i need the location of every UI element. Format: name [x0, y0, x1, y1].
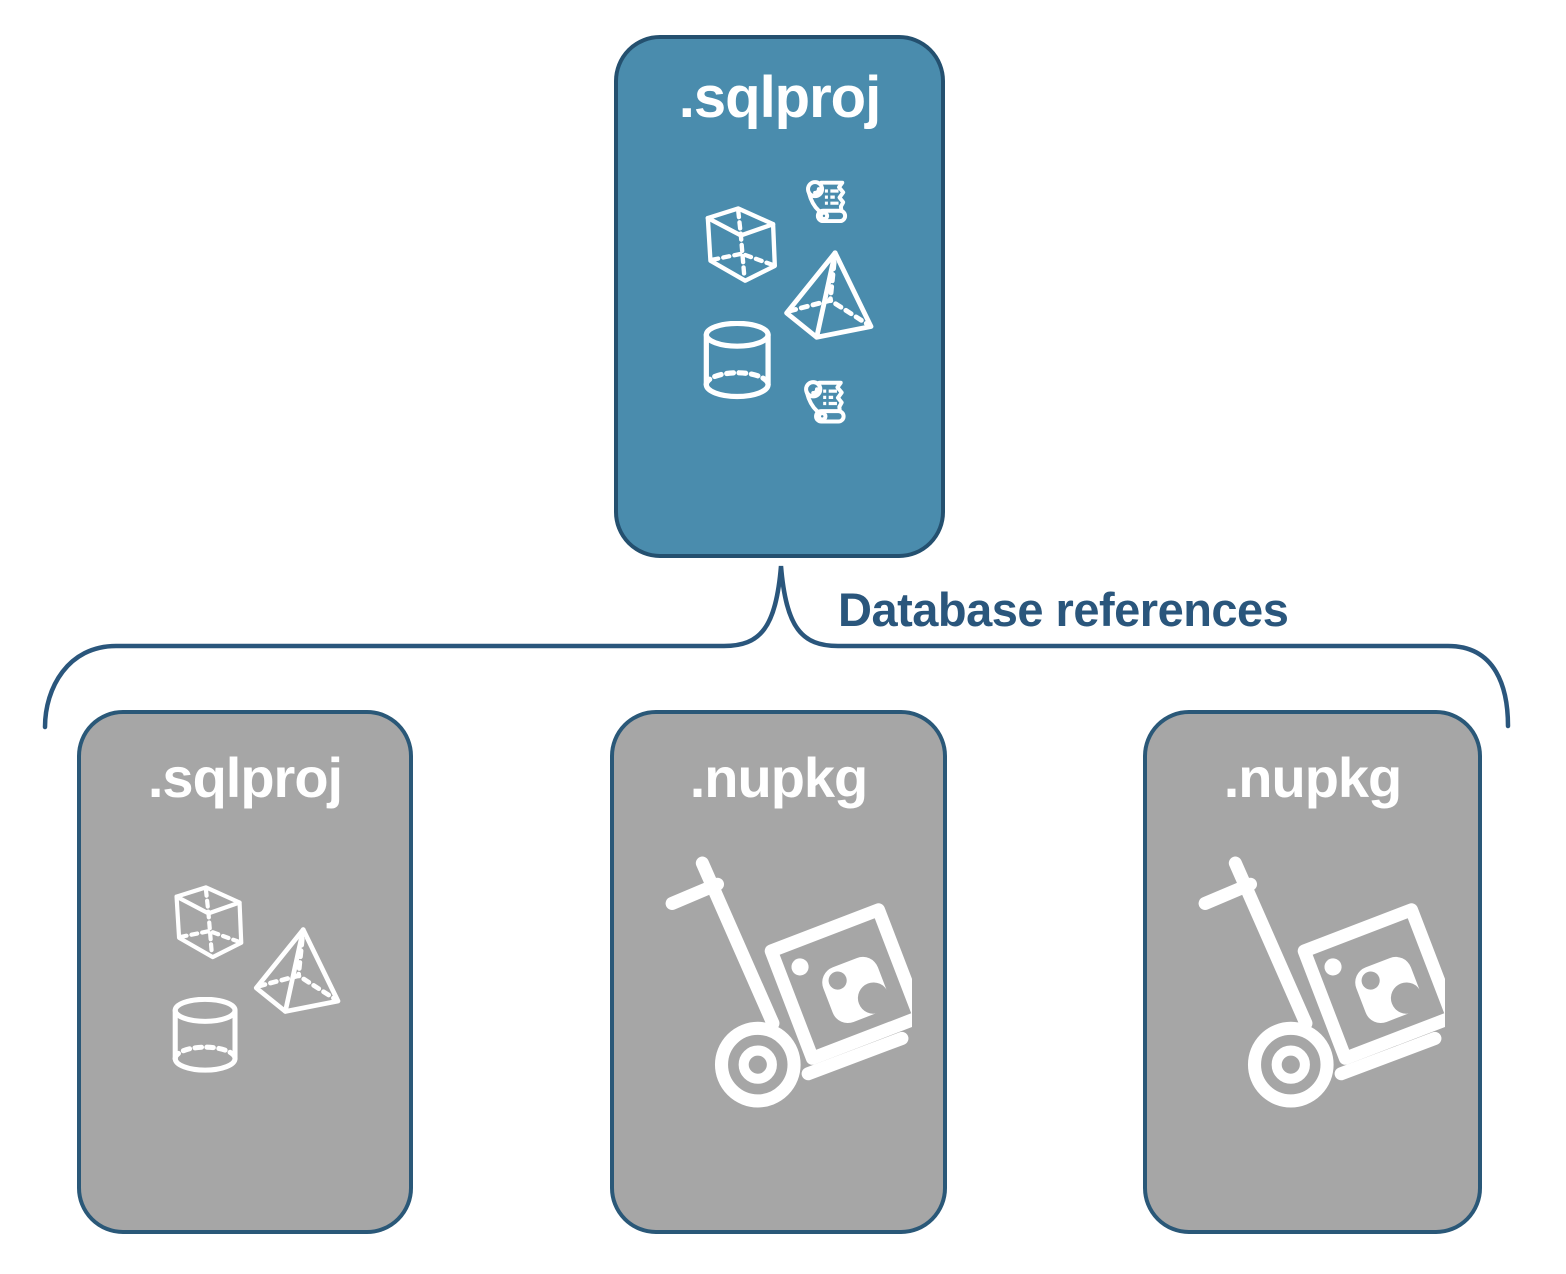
cube-icon — [708, 208, 775, 280]
scroll-icon — [804, 380, 846, 424]
scroll-icon — [806, 180, 848, 224]
cylinder-icon — [706, 323, 768, 396]
hand-truck-icon — [1193, 850, 1445, 1112]
hand-truck-icon — [660, 850, 912, 1112]
cylinder-icon — [175, 999, 235, 1070]
child-box-icons — [81, 844, 417, 1224]
cube-icon — [177, 887, 242, 957]
child-box-title: .nupkg — [689, 746, 869, 809]
pyramid-icon — [787, 253, 871, 337]
child-box-nupkg-1: .nupkg — [610, 710, 947, 1234]
parent-box-sqlproj: .sqlproj — [614, 35, 945, 558]
child-box-title: .sqlproj — [147, 746, 343, 809]
parent-box-title: .sqlproj — [678, 65, 881, 130]
parent-box-icons — [618, 180, 949, 424]
child-box-sqlproj: .sqlproj — [77, 710, 413, 1234]
child-box-title: .nupkg — [1223, 746, 1403, 809]
connector-label: Database references — [838, 583, 1289, 636]
pyramid-icon — [256, 930, 338, 1012]
child-box-nupkg-2: .nupkg — [1143, 710, 1482, 1234]
